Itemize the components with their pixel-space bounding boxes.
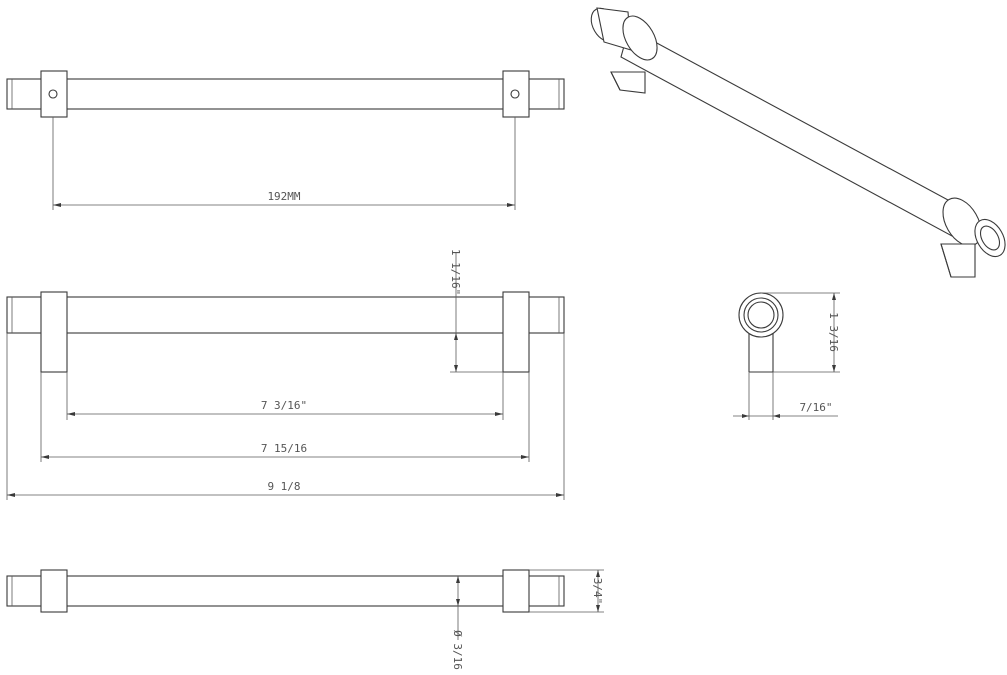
end-projection-label: 1 3/16 [827, 312, 840, 352]
end-diameter-label: 3/4" [591, 578, 604, 605]
center-to-center-label: 192MM [267, 190, 300, 203]
bar-diameter-label: Ø 3/16 [451, 630, 464, 670]
post-span-label: 7 15/16 [261, 442, 307, 455]
isometric-view [590, 7, 1006, 278]
overall-length-label: 9 1/8 [267, 480, 300, 493]
inner-length-label: 7 3/16" [261, 399, 307, 412]
end-view: 1 3/16 7/16" [733, 292, 840, 420]
bottom-view: Ø 3/16 3/4" [6, 569, 604, 670]
projection-label: 1 1/16" [449, 249, 462, 295]
top-view: 192MM [6, 70, 565, 210]
base-width-label: 7/16" [799, 401, 832, 414]
front-view: 1 1/16" 7 3/16" 7 15/16 9 1/8 [6, 249, 565, 500]
